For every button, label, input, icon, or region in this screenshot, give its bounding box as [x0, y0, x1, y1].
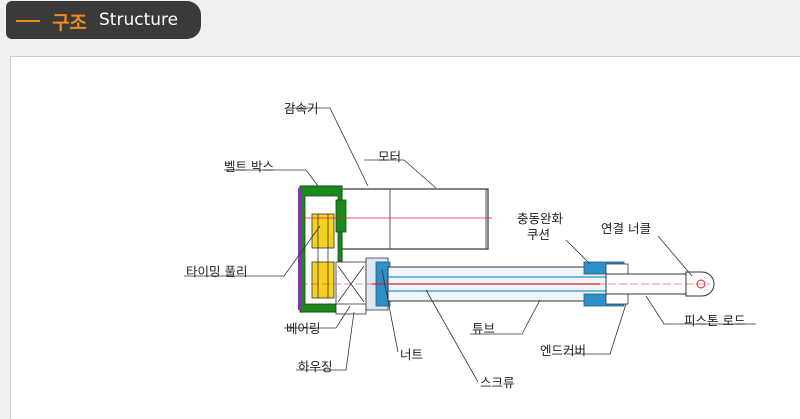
label-housing: 하우징	[298, 359, 333, 374]
motor-body	[339, 188, 489, 250]
leader-reducer	[286, 107, 369, 187]
label-nut: 너트	[400, 347, 424, 362]
leader-belt-box	[224, 169, 319, 187]
label-reducer: 감속기	[284, 101, 319, 116]
label-screw: 스크류	[480, 375, 515, 390]
label-cushion-line1: 충동완화	[517, 211, 564, 226]
header-title-english: Structure	[99, 10, 179, 30]
leader-housing	[296, 311, 355, 371]
belt-box-cover	[298, 188, 302, 310]
section-header: 구조 Structure	[6, 1, 201, 39]
label-bearing: 베어링	[286, 321, 321, 336]
label-tube: 튜브	[472, 321, 496, 336]
leader-screw	[425, 289, 479, 383]
leader-piston-rod	[645, 295, 756, 325]
leader-nut	[381, 269, 399, 353]
leader-connector	[657, 235, 693, 277]
leader-lines	[184, 107, 756, 383]
reducer-flange	[335, 199, 347, 233]
label-belt-box: 벨트 박스	[224, 159, 274, 174]
label-motor: 모터	[378, 149, 402, 164]
leader-end-cover	[564, 303, 627, 355]
housing-base	[335, 303, 367, 315]
leader-cushion	[565, 239, 591, 265]
leader-bearing	[284, 305, 351, 329]
label-cushion-line2: 쿠션	[527, 227, 551, 242]
label-end-cover: 엔드커버	[540, 343, 587, 358]
leader-motor	[364, 159, 437, 189]
leader-timing-pulley	[184, 225, 321, 277]
upper-timing-pulley	[311, 213, 335, 249]
header-accent-line	[16, 20, 40, 22]
leader-tube	[470, 299, 541, 335]
label-piston-rod: 피스톤 로드	[684, 313, 746, 328]
lower-timing-pulley	[311, 261, 335, 299]
header-title-korean: 구조	[52, 12, 87, 34]
label-timing-pulley: 타이밍 풀리	[186, 264, 248, 279]
label-connector: 연결 너클	[601, 221, 651, 236]
